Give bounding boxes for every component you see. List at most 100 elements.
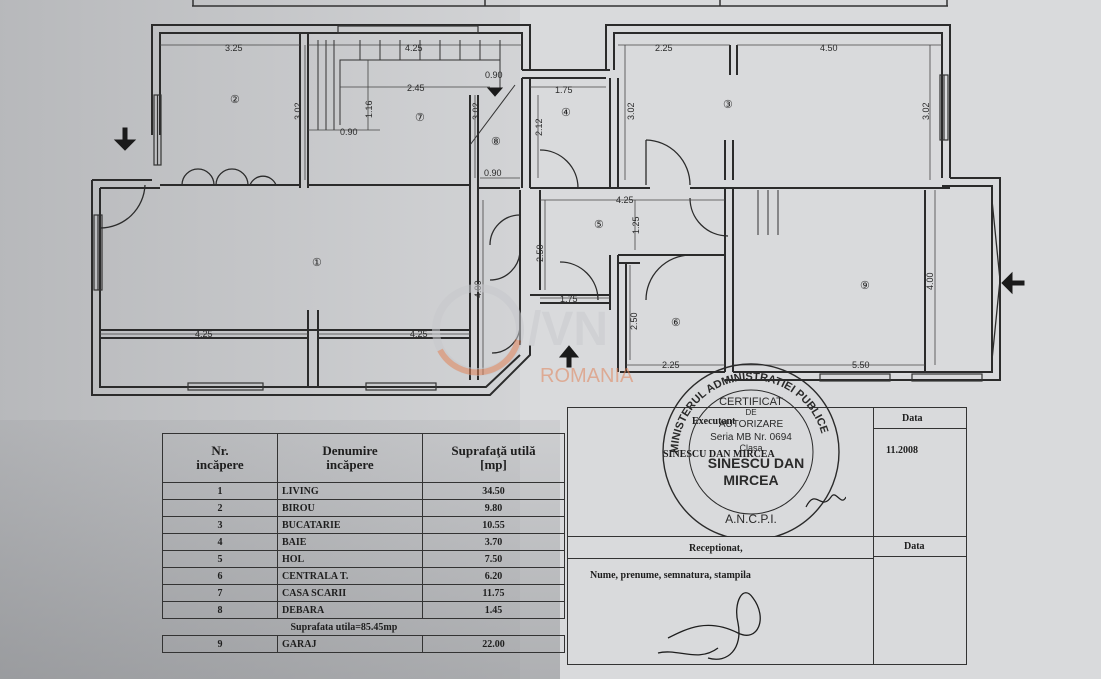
room-markers: ① ② ③ ④ ⑤ ⑥ ⑦ ⑧ ⑨ xyxy=(230,94,870,329)
date-label: Data xyxy=(902,413,923,424)
dim-label: 4.25 xyxy=(410,329,428,339)
room-nr: 6 xyxy=(162,567,278,585)
room-marker-2: ② xyxy=(230,94,240,106)
dim-label: 2.12 xyxy=(534,118,544,136)
info-box: Executant Data SINESCU DAN MIRCEA 11.200… xyxy=(567,407,967,665)
header-area: Suprafaţă utilă [mp] xyxy=(422,433,565,483)
dim-label: 5.50 xyxy=(852,360,870,370)
dim-label: 4.25 xyxy=(616,195,634,205)
room-area: 1.45 xyxy=(422,601,565,619)
room-nr: 9 xyxy=(162,635,278,653)
watermark-logo: /VN ROMANIA xyxy=(432,284,634,387)
stamp-line5: Clasa xyxy=(739,443,762,453)
stamp-name1: SINESCU DAN xyxy=(708,455,804,471)
room-name: HOL xyxy=(277,550,423,568)
room-name: CASA SCARII xyxy=(277,584,423,602)
room-name: CENTRALA T. xyxy=(277,567,423,585)
signature-scribble xyxy=(657,592,761,660)
room-name: BUCATARIE xyxy=(277,516,423,534)
room-area: 11.75 xyxy=(422,584,565,602)
top-table-remnant xyxy=(192,0,948,7)
dim-label: 4.50 xyxy=(820,43,838,53)
windows xyxy=(93,25,983,391)
dim-label: 1.75 xyxy=(560,294,578,304)
stamp-line2: DE xyxy=(745,408,756,417)
executant-name: SINESCU DAN MIRCEA xyxy=(663,449,775,460)
room-nr: 1 xyxy=(162,482,278,500)
table-header-row: Nr. incăpere Denumire incăpere Suprafaţă… xyxy=(162,433,565,483)
dimension-lines xyxy=(100,44,942,375)
date-label-2: Data xyxy=(904,541,925,552)
room-nr: 2 xyxy=(162,499,278,517)
total-row: Suprafata utila=85.45mp xyxy=(162,618,565,636)
room-area: 6.20 xyxy=(422,567,565,585)
receptionat-label: Receptionat, xyxy=(689,543,743,554)
watermark-text: ROMANIA xyxy=(540,365,634,387)
dim-label: 1.75 xyxy=(555,85,573,95)
room-area: 7.50 xyxy=(422,550,565,568)
dim-label: 3.02 xyxy=(626,102,636,120)
room-marker-8: ⑧ xyxy=(491,136,501,148)
room-marker-3: ③ xyxy=(723,99,733,111)
dim-label: 0.90 xyxy=(340,127,358,137)
svg-text:/VN: /VN xyxy=(528,303,608,356)
room-marker-7: ⑦ xyxy=(415,112,425,124)
room-nr: 3 xyxy=(162,516,278,534)
room-marker-4: ④ xyxy=(561,107,571,119)
dim-label: 2.50 xyxy=(535,244,545,262)
room-area: 9.80 xyxy=(422,499,565,517)
room-marker-1: ① xyxy=(312,257,322,269)
dim-label: 2.25 xyxy=(655,43,673,53)
stamp-bottom-text: A.N.C.P.I. xyxy=(725,512,777,526)
official-stamp: MINISTERUL ADMINISTRATIEI PUBLICE CERTIF… xyxy=(662,363,846,537)
dim-label: 4.00 xyxy=(925,272,935,290)
room-name: DEBARA xyxy=(277,601,423,619)
stamp-line3: AUTORIZARE xyxy=(719,419,784,430)
signature-hint: Nume, prenume, semnatura, stampila xyxy=(590,570,751,581)
staircase xyxy=(317,40,779,235)
dim-label: 0.90 xyxy=(485,70,503,80)
room-marker-9: ⑨ xyxy=(860,280,870,292)
dim-label: 4.25 xyxy=(195,329,213,339)
dim-label: 3.25 xyxy=(225,43,243,53)
room-marker-6: ⑥ xyxy=(671,317,681,329)
room-name: BAIE xyxy=(277,533,423,551)
room-nr: 7 xyxy=(162,584,278,602)
room-name: BIROU xyxy=(277,499,423,517)
total-area: Suprafata utila=85.45mp xyxy=(162,618,565,636)
stamp-name2: MIRCEA xyxy=(723,472,778,488)
stamp-line4: Seria MB Nr. 0694 xyxy=(710,432,792,443)
room-nr: 5 xyxy=(162,550,278,568)
room-area: 3.70 xyxy=(422,533,565,551)
header-name: Denumire incăpere xyxy=(277,433,423,483)
dim-label: 0.90 xyxy=(484,168,502,178)
room-name: LIVING xyxy=(277,482,423,500)
dim-label: 2.25 xyxy=(662,360,680,370)
dim-label: 2.50 xyxy=(629,312,639,330)
executant-label: Executant xyxy=(692,416,736,427)
rooms-table: Nr. incăpere Denumire incăpere Suprafaţă… xyxy=(162,433,565,653)
room-area: 10.55 xyxy=(422,516,565,534)
room-nr: 4 xyxy=(162,533,278,551)
dim-label: 3.02 xyxy=(293,102,303,120)
dim-label: 3.02 xyxy=(471,102,481,120)
room-marker-5: ⑤ xyxy=(594,219,604,231)
doors xyxy=(99,139,1001,361)
date-value: 11.2008 xyxy=(886,445,918,456)
room-area: 22.00 xyxy=(422,635,565,653)
dim-label: 4.25 xyxy=(405,43,423,53)
dim-label: 3.02 xyxy=(921,102,931,120)
room-name: GARAJ xyxy=(277,635,423,653)
stamp-line1: CERTIFICAT xyxy=(719,396,783,408)
entrance-arrows xyxy=(113,87,1025,368)
room-nr: 8 xyxy=(162,601,278,619)
dim-label: 1.25 xyxy=(631,216,641,234)
